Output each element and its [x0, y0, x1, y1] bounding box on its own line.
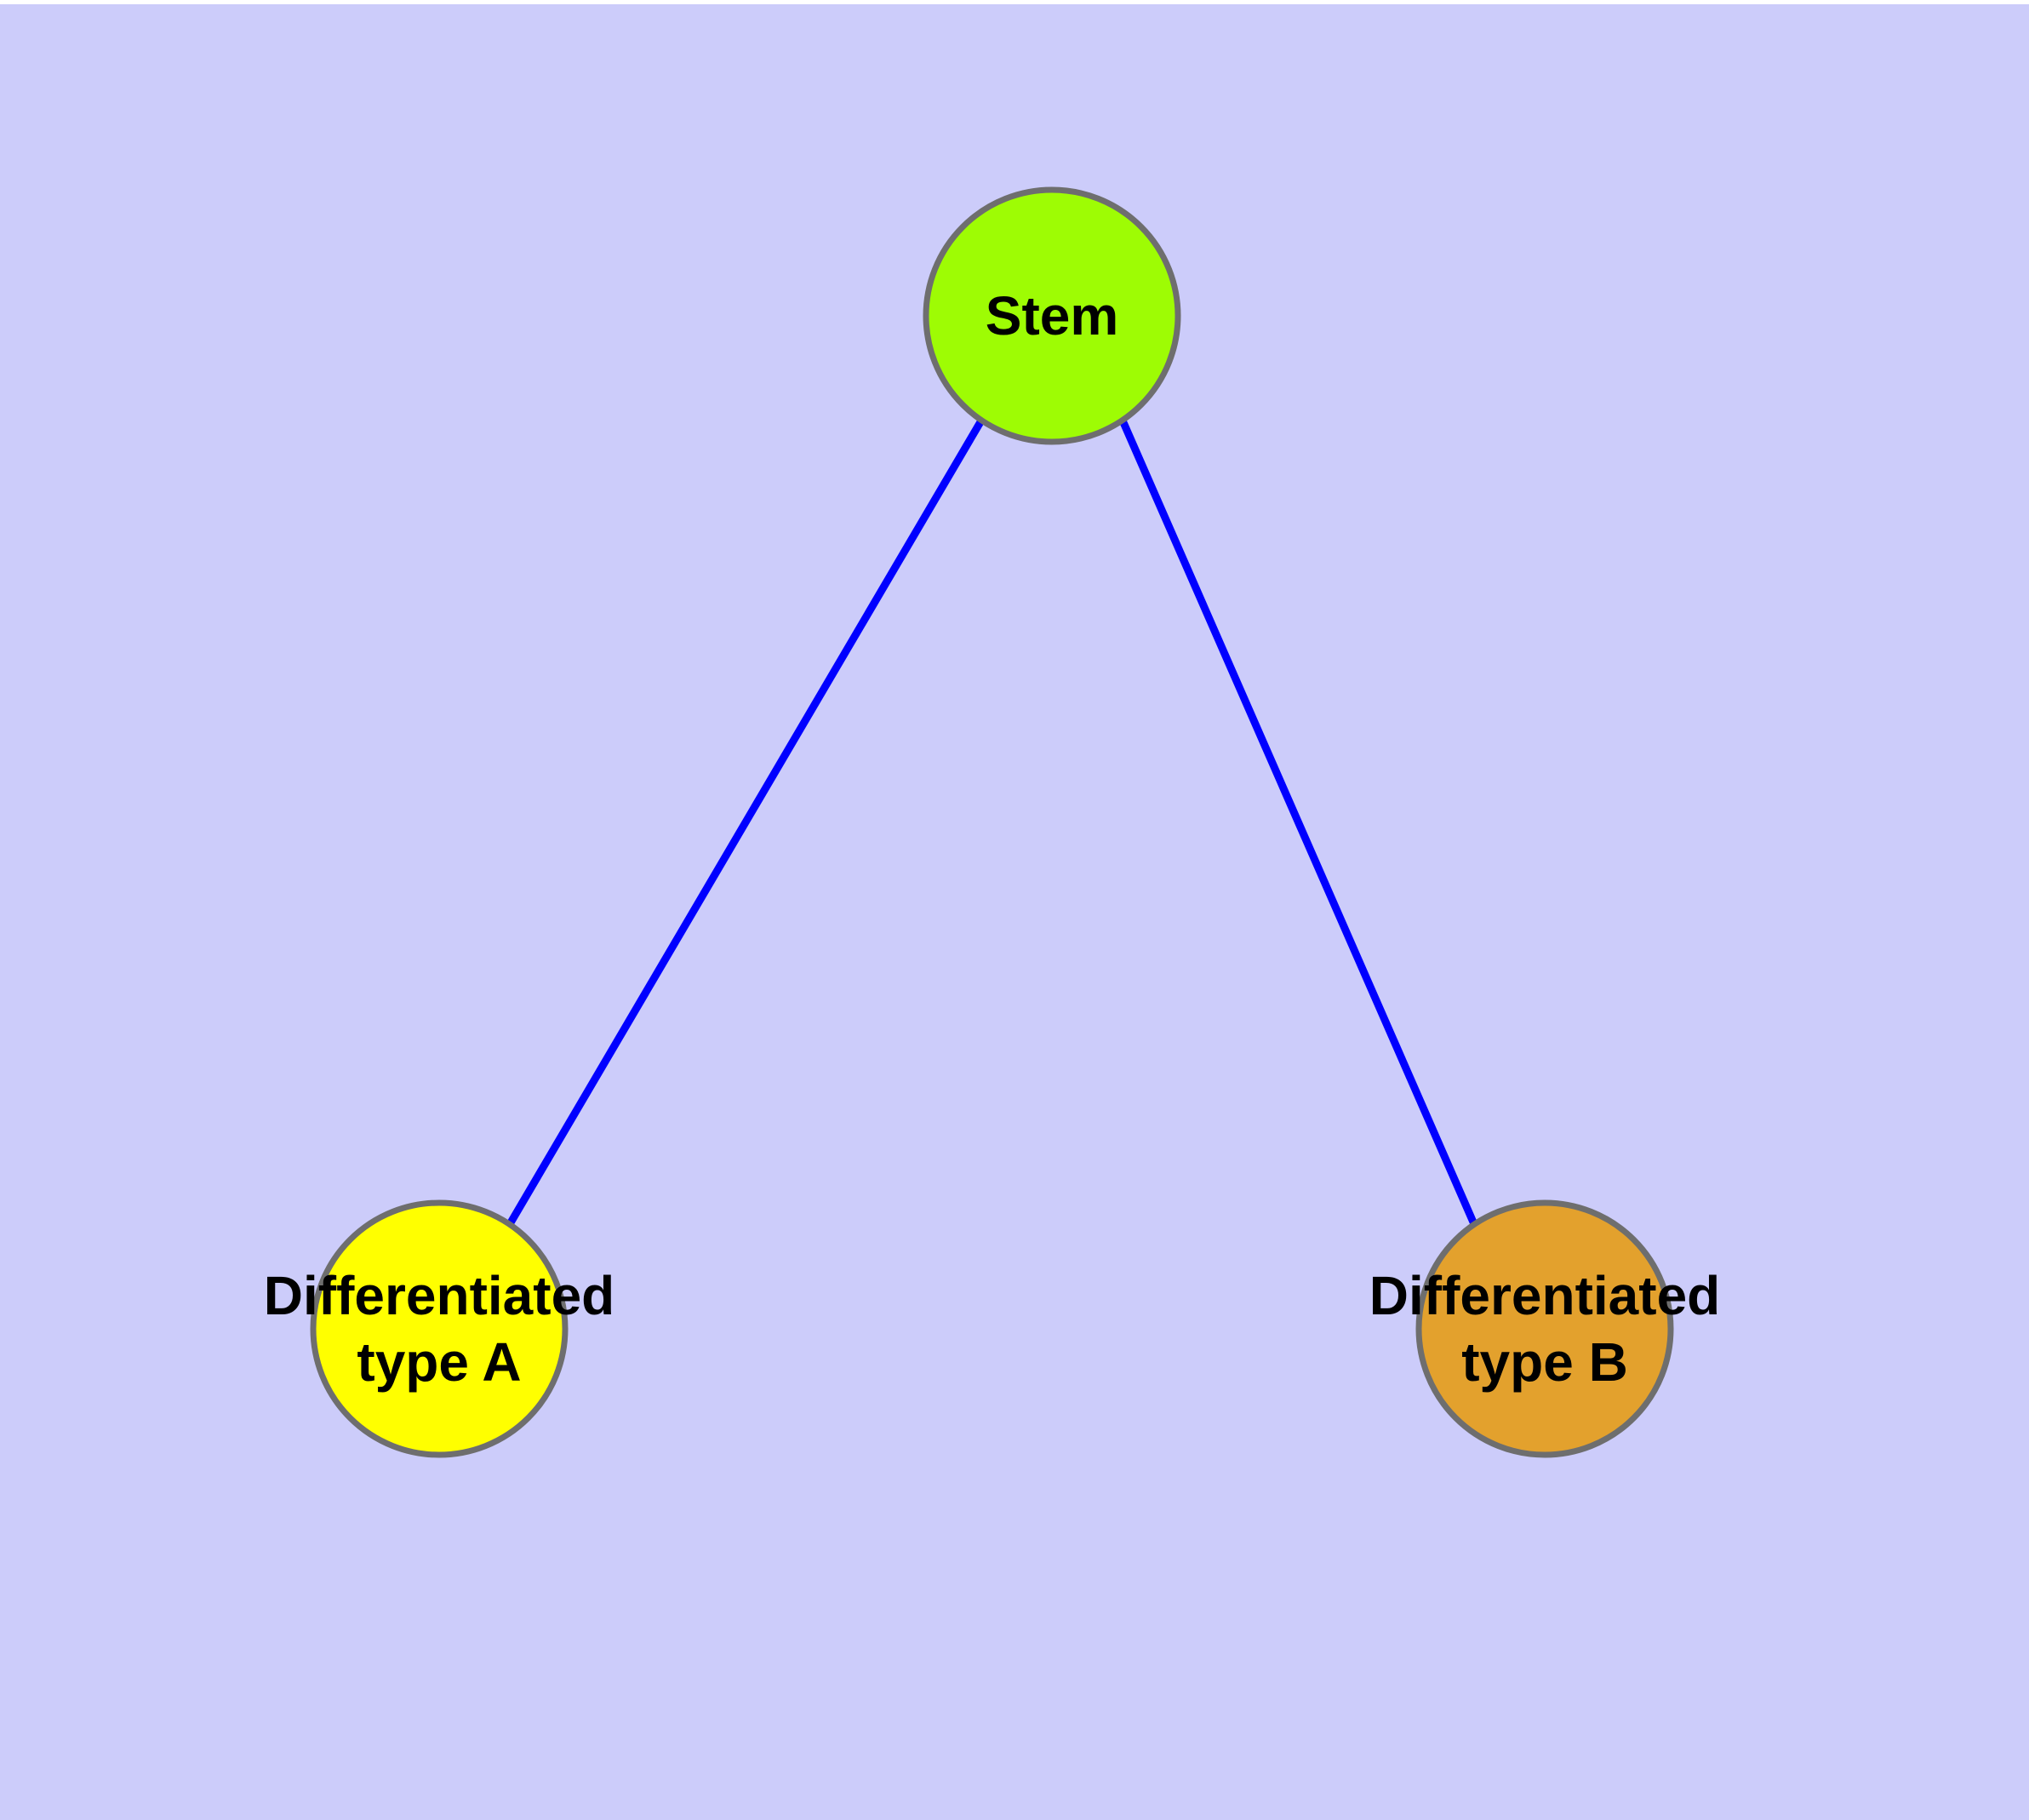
edges-layer [506, 418, 1478, 1227]
label-line: Differentiated [1369, 1265, 1721, 1326]
graph-node-stem[interactable] [923, 186, 1181, 445]
graph-node-diff_b[interactable] [1415, 1199, 1674, 1458]
label-line: Stem [986, 285, 1119, 346]
label-line: Differentiated [264, 1265, 615, 1326]
nodes-layer [310, 186, 1674, 1458]
label-line: type B [1461, 1331, 1628, 1393]
graph-node-diff_a[interactable] [310, 1199, 569, 1458]
graph-node-label-stem: Stem [986, 285, 1119, 346]
graph-edge[interactable] [506, 418, 985, 1227]
label-line: type A [357, 1331, 521, 1393]
graph-edge[interactable] [1118, 419, 1478, 1226]
